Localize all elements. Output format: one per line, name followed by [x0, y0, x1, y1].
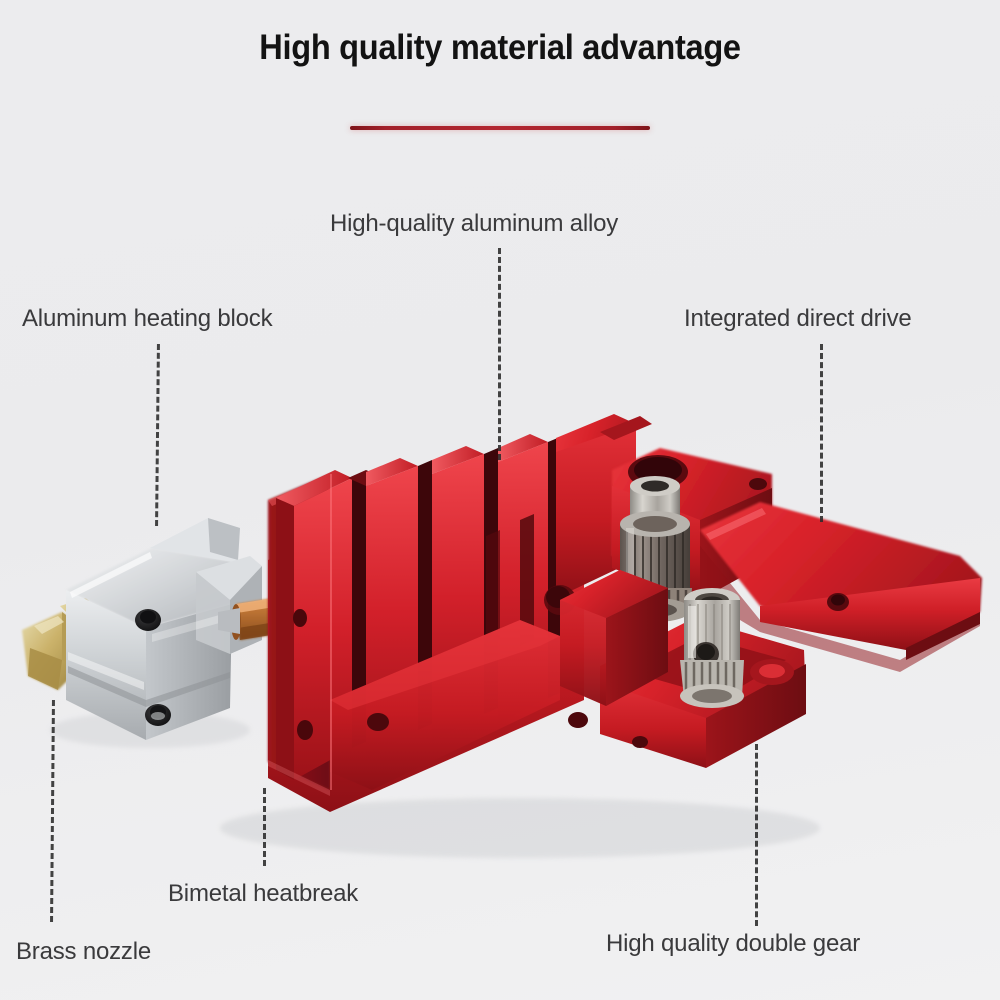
leader-line-drive	[820, 344, 823, 522]
drive-gear-lower	[680, 588, 744, 708]
leader-line-gear	[755, 744, 758, 926]
callout-label-double-gear: High quality double gear	[606, 930, 861, 957]
callout-label-direct-drive: Integrated direct drive	[684, 305, 912, 332]
page-title: High quality material advantage	[259, 28, 741, 67]
callout-label-heating-block: Aluminum heating block	[22, 305, 273, 332]
leader-line-alloy	[498, 248, 501, 460]
extruder-assembly	[560, 448, 982, 768]
callout-label-heatbreak: Bimetal heatbreak	[168, 880, 359, 907]
callout-label-alloy: High-quality aluminum alloy	[330, 210, 619, 237]
title-underline	[350, 126, 650, 130]
leader-line-heatbreak	[263, 788, 266, 866]
extruder-arm-group	[700, 502, 982, 672]
callout-label-nozzle: Brass nozzle	[16, 938, 151, 965]
heatsink-body-group	[268, 414, 652, 812]
